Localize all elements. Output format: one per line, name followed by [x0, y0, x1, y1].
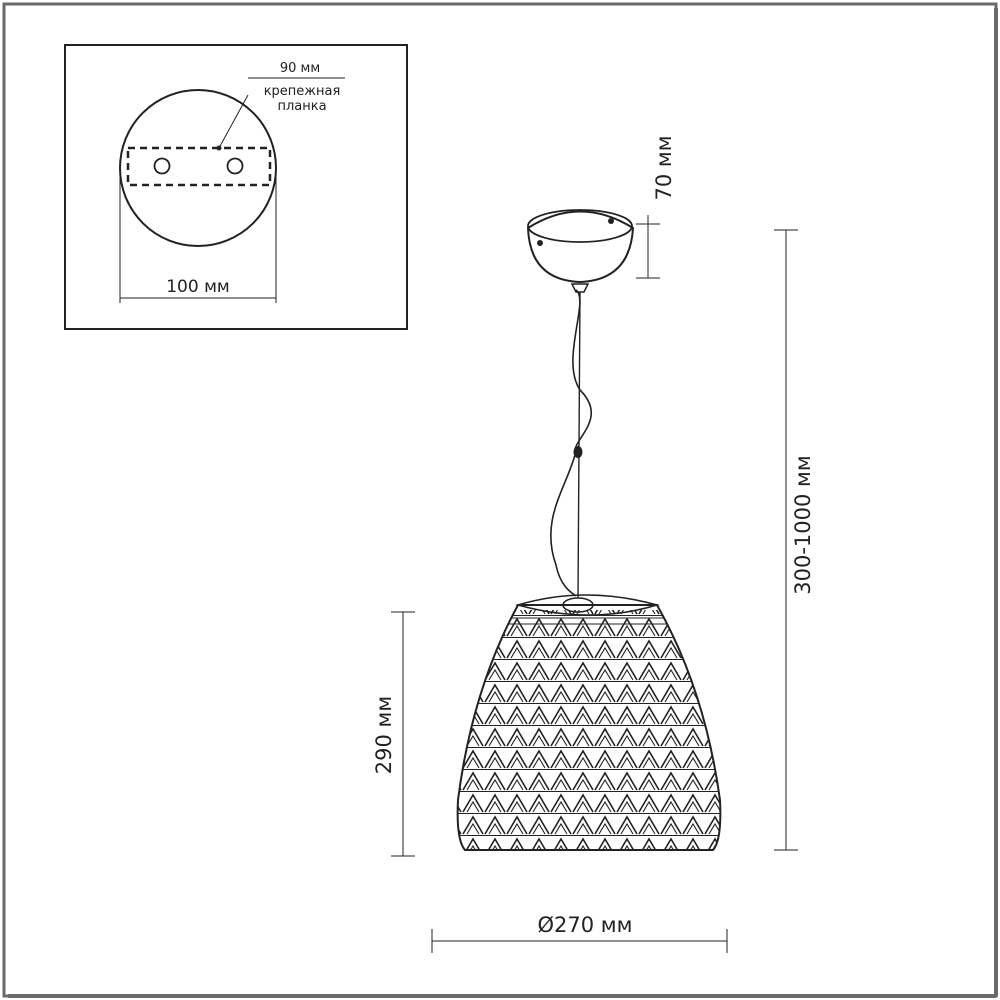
shade-height-dimension: 290 мм: [372, 611, 415, 857]
total-height-label: 300-1000 мм: [791, 455, 815, 594]
plate-label-line2: планка: [277, 99, 326, 114]
ceiling-canopy: [526, 209, 635, 293]
lamp-shade: [456, 594, 722, 851]
inset-box: [64, 44, 408, 330]
shade-diameter-label: Ø270 мм: [538, 913, 633, 937]
canopy-base-circle: [119, 89, 277, 247]
plate-width-label: 90 мм: [280, 61, 320, 76]
power-cable: [550, 289, 593, 597]
plate-label-line1: крепежная: [264, 84, 341, 99]
cable-clip: [573, 446, 583, 458]
mounting-plate: [126, 146, 272, 187]
base-diameter-label: 100 мм: [166, 277, 230, 297]
shade-diameter-dimension: Ø270 мм: [431, 913, 728, 953]
canopy-height-label: 70 мм: [652, 135, 676, 200]
suspension-rod: [577, 291, 581, 599]
mounting-inset: 90 мм крепежная планка 100 мм: [64, 44, 408, 330]
screw-hole-right: [226, 157, 244, 175]
shade-height-label: 290 мм: [372, 696, 396, 774]
shade-weave-pattern: [457, 610, 721, 850]
total-height-dimension: 300-1000 мм: [774, 229, 815, 851]
canopy-height-dimension: 70 мм: [636, 135, 676, 279]
suspension: [550, 289, 593, 599]
plate-leader: [218, 94, 249, 149]
screw-hole-left: [153, 157, 171, 175]
shade-outline: [456, 604, 722, 851]
